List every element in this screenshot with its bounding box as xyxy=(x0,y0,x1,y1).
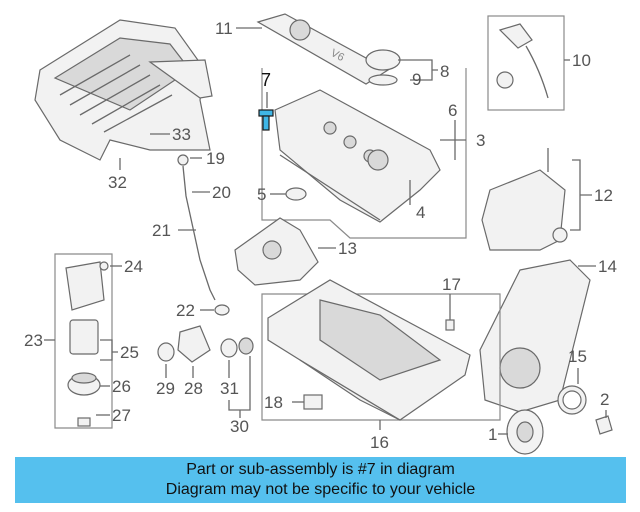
banner-line-2: Diagram may not be specific to your vehi… xyxy=(165,481,476,498)
callout-28: 28 xyxy=(184,379,203,398)
callout-17: 17 xyxy=(442,275,461,294)
callout-19: 19 xyxy=(206,149,225,168)
callout-10: 10 xyxy=(572,51,591,70)
cap-seal-part xyxy=(368,74,398,86)
callout-8: 8 xyxy=(440,62,449,81)
banner-line-1: Part or sub-assembly is #7 in diagram xyxy=(186,461,455,478)
o-ring-part xyxy=(157,342,175,362)
highlighted-bolt-part xyxy=(258,92,274,131)
callout-14: 14 xyxy=(598,257,617,276)
callout-29: 29 xyxy=(156,379,175,398)
dipstick-part xyxy=(177,154,230,316)
callout-23: 23 xyxy=(24,331,43,350)
callout-20: 20 xyxy=(212,183,231,202)
filter-housing-part xyxy=(177,325,211,363)
callout-21: 21 xyxy=(152,221,171,240)
callout-5: 5 xyxy=(257,185,266,204)
callout-12: 12 xyxy=(594,186,613,205)
pulley-bolt-part xyxy=(595,415,613,435)
callout-33: 33 xyxy=(172,125,191,144)
callout-18: 18 xyxy=(264,393,283,412)
engine-cover-part: V6 xyxy=(256,13,390,85)
callout-13: 13 xyxy=(338,239,357,258)
callout-2: 2 xyxy=(600,390,609,409)
parts-diagram: V6 xyxy=(24,13,617,455)
svg-text:V6: V6 xyxy=(329,47,347,64)
callout-22: 22 xyxy=(176,301,195,320)
oil-filter-part xyxy=(65,261,105,427)
oil-pan-part xyxy=(267,279,471,421)
callout-6: 6 xyxy=(448,101,457,120)
callout-1: 1 xyxy=(488,425,497,444)
callout-3: 3 xyxy=(476,131,485,150)
callout-26: 26 xyxy=(112,377,131,396)
valve-cover-part xyxy=(274,89,441,223)
callout-32: 32 xyxy=(108,173,127,192)
callout-11: 11 xyxy=(215,19,233,38)
drain-plug-part xyxy=(303,394,323,410)
intake-manifold-part xyxy=(34,19,213,161)
callout-30: 30 xyxy=(230,417,249,436)
callout-highlighted: 7 xyxy=(261,70,271,90)
callout-16: 16 xyxy=(370,433,389,452)
seal-ring-part xyxy=(285,187,307,201)
callout-25: 25 xyxy=(120,343,139,362)
callout-31: 31 xyxy=(220,379,239,398)
breather-hose-part xyxy=(496,23,549,99)
info-banner: Part or sub-assembly is #7 in diagram Di… xyxy=(15,457,626,503)
callout-9: 9 xyxy=(412,70,421,89)
callout-4: 4 xyxy=(416,203,425,222)
crank-pulley-part xyxy=(506,409,544,455)
timing-housing-part xyxy=(481,169,566,251)
oil-filler-cap-part xyxy=(365,49,401,71)
callout-24: 24 xyxy=(124,257,143,276)
callout-15: 15 xyxy=(568,347,587,366)
callout-27: 27 xyxy=(112,406,131,425)
